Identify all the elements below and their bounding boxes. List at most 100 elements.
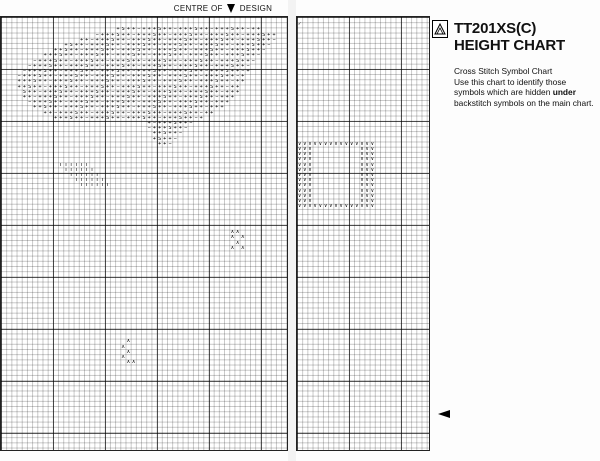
stitch-symbol: + <box>220 69 224 74</box>
stitch-symbol: S <box>132 53 136 59</box>
stitch-symbol: + <box>100 37 104 43</box>
stitch-symbol: V <box>360 167 364 173</box>
stitch-symbol: + <box>168 63 172 69</box>
stitch-symbol: + <box>17 84 21 90</box>
stitch-symbol: S <box>220 37 224 43</box>
stitch-symbol: + <box>69 89 73 95</box>
stitch-symbol: + <box>168 58 172 64</box>
stitch-symbol: + <box>194 84 198 90</box>
stitch-symbol: + <box>121 48 125 54</box>
stitch-symbol: + <box>241 43 245 48</box>
stitch-symbol: V <box>303 157 307 163</box>
stitch-symbol: S <box>199 95 203 100</box>
stitch-symbol: + <box>126 48 130 54</box>
stitch-symbol: + <box>199 63 203 69</box>
stitch-symbol: − <box>95 69 99 74</box>
stitch-symbol: + <box>74 43 78 48</box>
stitch-symbol: + <box>28 79 32 85</box>
stitch-symbol: + <box>74 95 78 100</box>
stitch-symbol: + <box>116 74 120 80</box>
stitch-symbol: S <box>246 48 250 54</box>
stitch-symbol: V <box>344 204 348 210</box>
stitch-symbol: + <box>126 105 130 111</box>
stitch-symbol: + <box>246 58 250 64</box>
stitch-symbol: + <box>178 110 182 116</box>
stitch-symbol: S <box>90 95 94 100</box>
stitch-symbol: − <box>95 32 99 38</box>
stitch-symbol: + <box>184 95 188 100</box>
stitch-symbol: + <box>95 48 99 54</box>
stitch-symbol: + <box>225 58 229 64</box>
stitch-symbol: + <box>64 115 68 121</box>
stitch-symbol: + <box>85 48 89 54</box>
stitch-symbol: + <box>142 48 146 54</box>
stitch-symbol: + <box>90 48 94 54</box>
stitch-symbol: + <box>132 37 136 43</box>
stitch-symbol: − <box>147 126 151 132</box>
stitch-symbol: − <box>194 43 198 48</box>
stitch-symbol: + <box>158 121 162 126</box>
stitch-symbol: X <box>241 235 245 241</box>
stitch-symbol: + <box>100 32 104 38</box>
stitch-symbol: T <box>100 183 104 189</box>
stitch-symbol: − <box>38 89 42 95</box>
stitch-symbol: + <box>28 95 32 100</box>
stitch-symbol: V <box>298 141 302 147</box>
stitch-symbol: S <box>225 69 229 74</box>
stitch-symbol: S <box>54 58 58 64</box>
stitch-symbol: + <box>204 95 208 100</box>
stitch-symbol: − <box>184 126 188 132</box>
stitch-symbol: + <box>241 37 245 43</box>
stitch-symbol: + <box>54 84 58 90</box>
stitch-symbol: − <box>163 37 167 43</box>
stitch-symbol: + <box>22 95 26 100</box>
stitch-symbol: + <box>80 100 84 106</box>
stitch-symbol: − <box>90 74 94 80</box>
stitch-symbol: + <box>184 115 188 121</box>
stitch-symbol: + <box>256 32 260 38</box>
stitch-symbol: + <box>158 53 162 59</box>
stitch-symbol: + <box>163 136 167 142</box>
stitch-symbol: + <box>184 48 188 54</box>
stitch-symbol: + <box>132 63 136 69</box>
stitch-symbol: V <box>298 193 302 199</box>
stitch-symbol: + <box>199 89 203 95</box>
stitch-symbol: S <box>132 89 136 95</box>
stitch-symbol: V <box>308 152 312 158</box>
stitch-symbol: + <box>137 89 141 95</box>
stitch-symbol: + <box>163 79 167 85</box>
stitch-symbol: + <box>59 48 63 54</box>
stitch-symbol: + <box>210 79 214 85</box>
stitch-symbol: V <box>334 204 338 210</box>
stitch-symbol: + <box>147 84 151 90</box>
stitch-symbol: + <box>168 43 172 48</box>
stitch-symbol: + <box>230 53 234 59</box>
stitch-symbol: + <box>158 48 162 54</box>
stitch-symbol: + <box>59 74 63 80</box>
stitch-symbol: + <box>163 53 167 59</box>
stitch-symbol: + <box>64 79 68 85</box>
stitch-symbol: + <box>38 105 42 111</box>
stitch-symbol: + <box>116 53 120 59</box>
stitch-symbol: X <box>126 349 130 355</box>
stitch-symbol: V <box>360 162 364 168</box>
stitch-symbol: + <box>158 105 162 111</box>
stitch-symbol: T <box>90 183 94 189</box>
stitch-symbol: + <box>236 48 240 54</box>
stitch-symbol: S <box>230 63 234 69</box>
stitch-symbol: + <box>116 110 120 116</box>
stitch-symbol: − <box>246 27 250 33</box>
stitch-symbol: + <box>100 69 104 74</box>
stitch-symbol: + <box>64 43 68 48</box>
stitch-symbol: + <box>225 27 229 33</box>
stitch-symbol: − <box>17 74 21 80</box>
stitch-symbol: − <box>152 48 156 54</box>
stitch-symbol: + <box>74 48 78 54</box>
stitch-symbol: + <box>106 89 110 95</box>
stitch-symbol: − <box>137 100 141 106</box>
stitch-symbol: + <box>137 105 141 111</box>
stitch-symbol: + <box>48 89 52 95</box>
stitch-symbol: S <box>178 43 182 48</box>
stitch-symbol: − <box>230 43 234 48</box>
